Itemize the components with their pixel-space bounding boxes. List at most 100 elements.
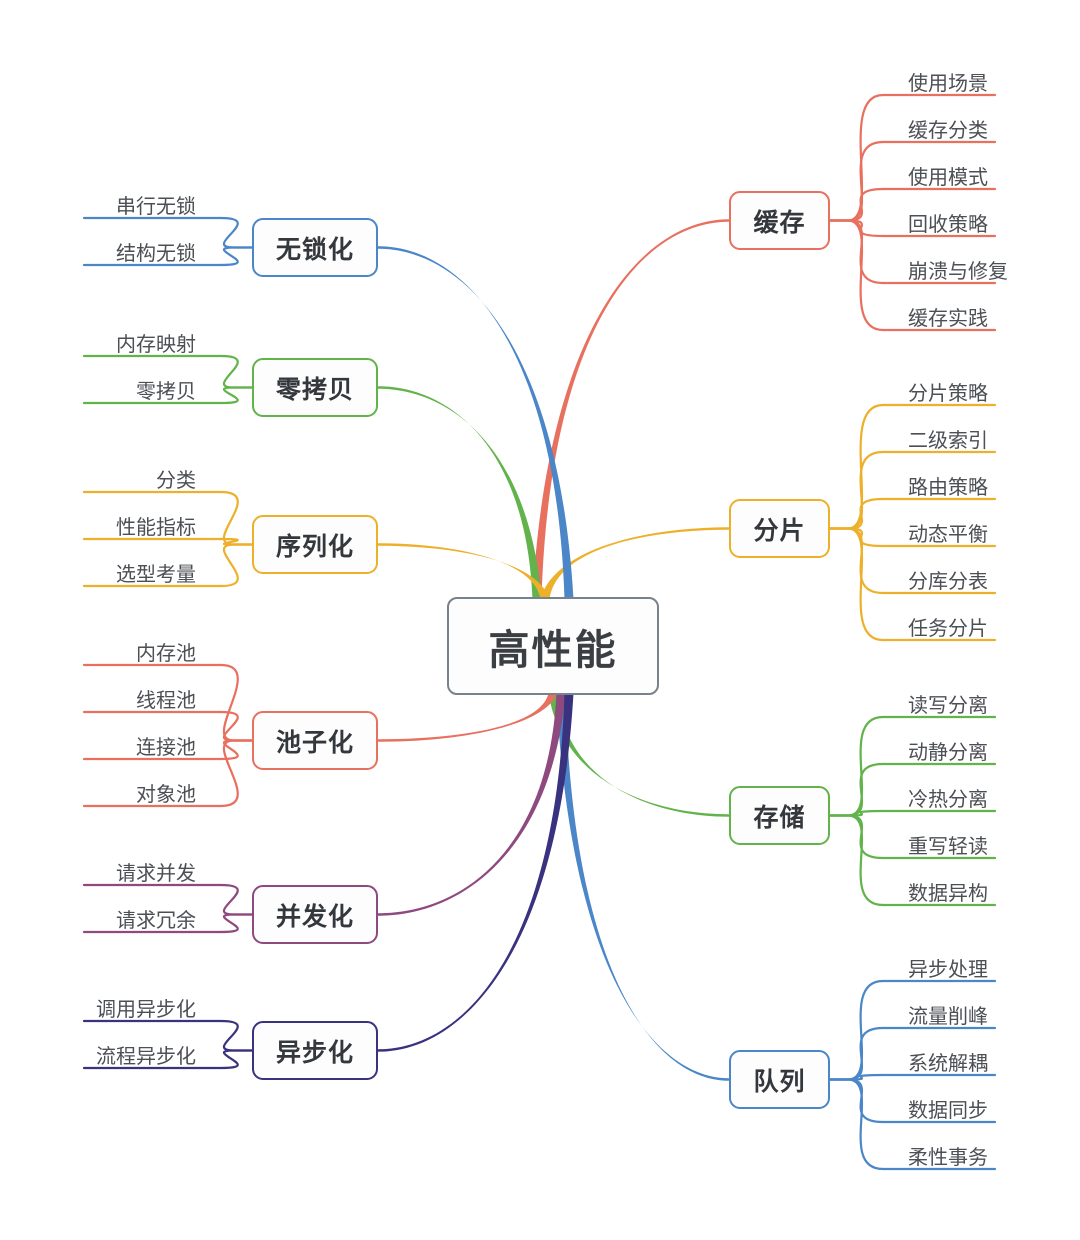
branch-node-pooling[interactable]: 池子化 — [252, 711, 378, 770]
leaf-node-sharding-4[interactable]: 分库分表 — [908, 572, 988, 592]
leaf-node-pooling-0[interactable]: 内存池 — [136, 644, 196, 664]
leaf-node-queue-1[interactable]: 流量削峰 — [908, 1007, 988, 1027]
leaf-node-serialization-1[interactable]: 性能指标 — [116, 518, 196, 538]
leaf-node-queue-2[interactable]: 系统解耦 — [908, 1054, 988, 1074]
branch-node-sharding[interactable]: 分片 — [729, 499, 830, 558]
branch-node-label: 存储 — [753, 803, 806, 832]
leaf-node-label: 系统解耦 — [908, 1053, 988, 1075]
main-edge-pooling — [378, 693, 558, 742]
leaf-node-serialization-0[interactable]: 分类 — [156, 471, 196, 491]
leaf-node-label: 缓存分类 — [908, 120, 988, 142]
leaf-node-concurrency-1[interactable]: 请求冗余 — [116, 911, 196, 931]
branch-node-lockfree[interactable]: 无锁化 — [252, 218, 378, 277]
branch-node-cache[interactable]: 缓存 — [729, 191, 830, 250]
leaf-node-label: 零拷贝 — [136, 381, 196, 403]
leaf-node-pooling-1[interactable]: 线程池 — [136, 691, 196, 711]
leaf-edge-sharding-1 — [828, 450, 885, 530]
leaf-node-label: 数据异构 — [908, 883, 988, 905]
leaf-edge-cache-5 — [828, 219, 885, 332]
leaf-node-label: 连接池 — [136, 737, 196, 759]
leaf-node-zerocopy-1[interactable]: 零拷贝 — [136, 382, 196, 402]
main-edge-async — [378, 693, 574, 1052]
branch-node-queue[interactable]: 队列 — [729, 1050, 830, 1109]
leaf-node-serialization-2[interactable]: 选型考量 — [116, 565, 196, 585]
leaf-node-pooling-3[interactable]: 对象池 — [136, 785, 196, 805]
branch-node-label: 队列 — [753, 1067, 806, 1096]
leaf-node-lockfree-1[interactable]: 结构无锁 — [116, 244, 196, 264]
leaf-node-cache-5[interactable]: 缓存实践 — [908, 309, 988, 329]
leaf-node-pooling-2[interactable]: 连接池 — [136, 738, 196, 758]
leaf-node-zerocopy-0[interactable]: 内存映射 — [116, 335, 196, 355]
leaf-edge-serialization-0 — [219, 490, 254, 546]
leaf-node-async-1[interactable]: 流程异步化 — [96, 1047, 196, 1067]
leaf-edge-sharding-0 — [828, 403, 885, 530]
leaf-node-concurrency-0[interactable]: 请求并发 — [116, 864, 196, 884]
leaf-edge-cache-1 — [828, 140, 885, 222]
leaf-node-cache-2[interactable]: 使用模式 — [908, 168, 988, 188]
leaf-node-queue-3[interactable]: 数据同步 — [908, 1101, 988, 1121]
branch-node-label: 序列化 — [275, 532, 354, 561]
leaf-edge-serialization-1 — [219, 537, 254, 546]
leaf-node-sharding-0[interactable]: 分片策略 — [908, 384, 988, 404]
leaf-node-label: 内存映射 — [116, 334, 196, 356]
leaf-edge-sharding-3 — [828, 527, 885, 548]
leaf-node-label: 柔性事务 — [908, 1147, 988, 1169]
leaf-node-label: 请求并发 — [116, 863, 196, 885]
branch-node-concurrency[interactable]: 并发化 — [252, 885, 378, 944]
leaf-node-storage-3[interactable]: 重写轻读 — [908, 837, 988, 857]
leaf-node-cache-3[interactable]: 回收策略 — [908, 215, 988, 235]
leaf-node-label: 冷热分离 — [908, 789, 988, 811]
root-node[interactable]: 高性能 — [447, 597, 659, 695]
branch-node-zerocopy[interactable]: 零拷贝 — [252, 358, 378, 417]
leaf-node-label: 线程池 — [136, 690, 196, 712]
leaf-node-label: 二级索引 — [908, 430, 988, 452]
leaf-node-storage-0[interactable]: 读写分离 — [908, 696, 988, 716]
branch-node-serialization[interactable]: 序列化 — [252, 515, 378, 574]
main-edge-queue — [556, 693, 729, 1081]
leaf-node-label: 读写分离 — [908, 695, 988, 717]
leaf-node-storage-4[interactable]: 数据异构 — [908, 884, 988, 904]
leaf-node-sharding-1[interactable]: 二级索引 — [908, 431, 988, 451]
leaf-node-label: 异步处理 — [908, 959, 988, 981]
leaf-node-label: 内存池 — [136, 643, 196, 665]
leaf-edge-cache-2 — [828, 187, 885, 222]
leaf-node-sharding-5[interactable]: 任务分片 — [908, 619, 988, 639]
leaf-node-cache-1[interactable]: 缓存分类 — [908, 121, 988, 141]
leaf-edge-zerocopy-0 — [219, 354, 254, 389]
leaf-node-label: 分片策略 — [908, 383, 988, 405]
leaf-node-label: 流量削峰 — [908, 1006, 988, 1028]
branch-node-storage[interactable]: 存储 — [729, 786, 830, 845]
branch-node-async[interactable]: 异步化 — [252, 1021, 378, 1080]
leaf-node-label: 性能指标 — [116, 517, 196, 539]
leaf-node-label: 调用异步化 — [96, 999, 196, 1021]
leaf-edge-storage-4 — [828, 814, 885, 907]
branch-node-label: 并发化 — [275, 902, 354, 931]
leaf-edge-sharding-4 — [828, 527, 885, 595]
branch-node-label: 缓存 — [753, 208, 806, 237]
leaf-edge-pooling-3 — [219, 739, 254, 808]
leaf-node-queue-4[interactable]: 柔性事务 — [908, 1148, 988, 1168]
leaf-node-sharding-2[interactable]: 路由策略 — [908, 478, 988, 498]
leaf-node-queue-0[interactable]: 异步处理 — [908, 960, 988, 980]
leaf-node-storage-2[interactable]: 冷热分离 — [908, 790, 988, 810]
leaf-edge-zerocopy-1 — [219, 386, 254, 405]
leaf-node-lockfree-0[interactable]: 串行无锁 — [116, 197, 196, 217]
leaf-edge-lockfree-0 — [219, 216, 254, 249]
leaf-edge-lockfree-1 — [219, 246, 254, 267]
leaf-edge-pooling-0 — [219, 663, 254, 742]
leaf-node-label: 崩溃与修复 — [908, 261, 1008, 283]
branch-node-label: 无锁化 — [275, 235, 354, 264]
leaf-node-sharding-3[interactable]: 动态平衡 — [908, 525, 988, 545]
leaf-node-storage-1[interactable]: 动静分离 — [908, 743, 988, 763]
leaf-edge-async-1 — [219, 1049, 254, 1070]
leaf-node-cache-4[interactable]: 崩溃与修复 — [908, 262, 1008, 282]
leaf-node-async-0[interactable]: 调用异步化 — [96, 1000, 196, 1020]
leaf-edge-storage-2 — [828, 809, 885, 817]
leaf-node-label: 对象池 — [136, 784, 196, 806]
branch-node-label: 分片 — [753, 516, 806, 545]
leaf-edge-storage-1 — [828, 762, 885, 817]
leaf-node-cache-0[interactable]: 使用场景 — [908, 74, 988, 94]
leaf-edge-sharding-5 — [828, 527, 885, 642]
main-edge-zerocopy — [378, 386, 542, 599]
